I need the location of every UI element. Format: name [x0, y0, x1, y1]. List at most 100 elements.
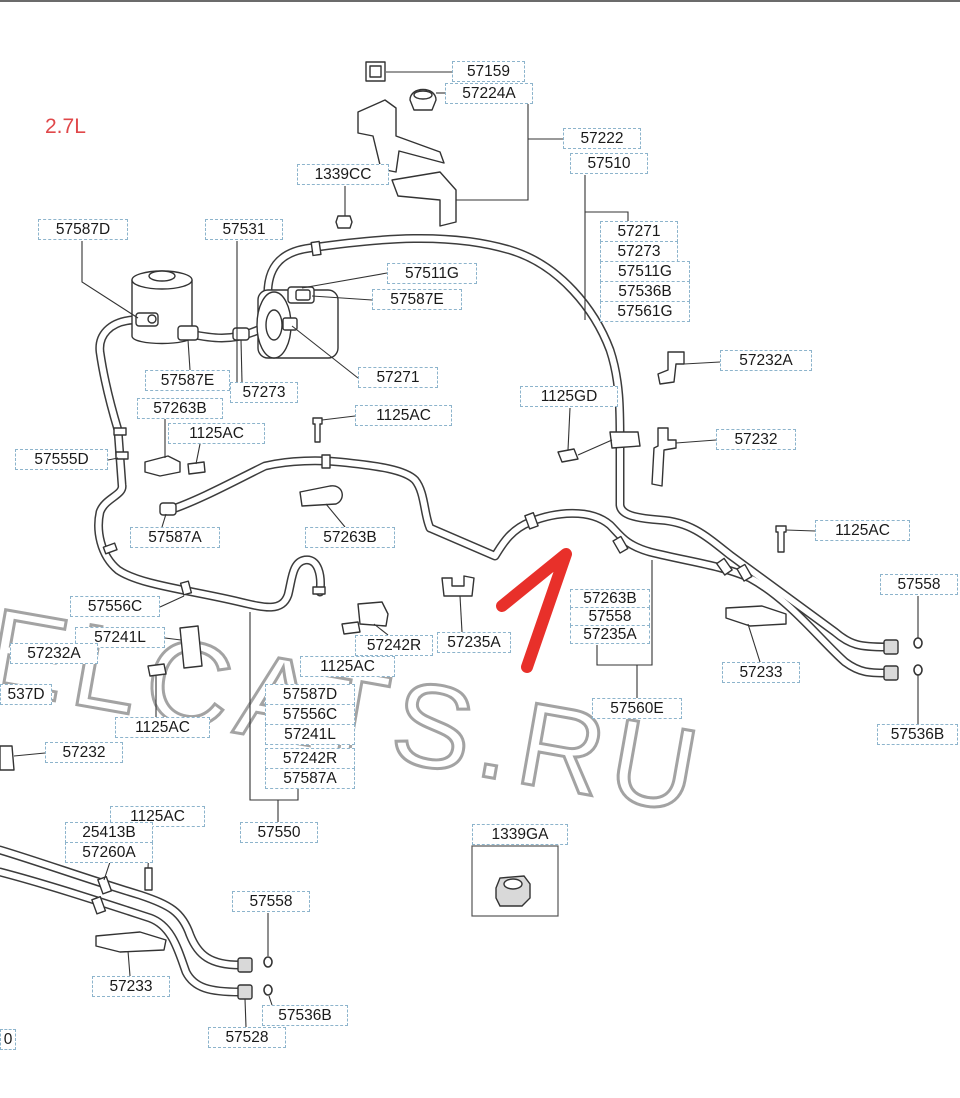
- bolt-icon: [147, 663, 167, 677]
- leader-line: [301, 272, 388, 289]
- part-number-callout: 57273: [600, 241, 678, 262]
- part-number-callout: 57550: [240, 822, 318, 843]
- leader-line: [325, 503, 346, 528]
- part-number-callout: 1125AC: [815, 520, 910, 541]
- part-number-callout: 57536B: [877, 724, 958, 745]
- end-fittings: [237, 637, 923, 1000]
- o-ring-icon: [913, 637, 923, 649]
- hose-clamp-icon: [159, 502, 177, 516]
- part-number-callout: 57263B: [305, 527, 395, 548]
- bolt-icon: [341, 621, 361, 635]
- bolt-icon: [335, 215, 353, 229]
- part-number-callout: 57159: [452, 61, 525, 82]
- part-number-callout: 57558: [570, 607, 650, 626]
- part-number-callout: 57528: [208, 1027, 286, 1048]
- flare-nut-icon: [883, 639, 899, 655]
- leader-line: [456, 104, 529, 201]
- hose-joint: [113, 427, 127, 436]
- hose-joints: [91, 240, 753, 915]
- leader-lines: [13, 71, 919, 1028]
- hose-joint: [91, 896, 107, 915]
- hose-joint: [716, 557, 733, 576]
- part-number-callout: 0: [0, 1029, 16, 1050]
- part-number-callout: 57536B: [600, 281, 690, 302]
- part-number-callout: 57560E: [592, 698, 682, 719]
- part-number-callout: 57558: [880, 574, 958, 595]
- part-number-callout: 57224A: [445, 83, 533, 104]
- part-number-callout: 57232: [45, 742, 123, 763]
- leader-line: [159, 595, 185, 608]
- leader-line: [596, 560, 653, 666]
- leader-line: [244, 998, 247, 1028]
- leader-line: [683, 361, 721, 365]
- part-number-callout: 57555D: [15, 449, 108, 470]
- leader-line: [291, 325, 359, 379]
- part-number-callout: 57271: [358, 367, 438, 388]
- clip-icon: [357, 601, 389, 627]
- part-number-callout: 57263B: [137, 398, 223, 419]
- engine-variant-label: 2.7L: [45, 115, 86, 138]
- leader-line: [81, 241, 139, 319]
- o-ring-icon: [913, 664, 923, 676]
- leader-line: [161, 513, 167, 528]
- leader-line: [249, 612, 299, 801]
- part-number-callout: 57242R: [355, 635, 433, 656]
- part-number-callout: 57232A: [10, 643, 98, 664]
- clamps-and-brackets: [0, 351, 787, 953]
- leader-line: [187, 339, 191, 371]
- part-number-callout: 1125AC: [110, 806, 205, 827]
- part-number-callout: 57232A: [720, 350, 812, 371]
- o-ring-icon: [263, 956, 273, 968]
- nut-detail-box: [471, 845, 559, 917]
- part-number-callout: 1125AC: [168, 423, 265, 444]
- leader-line: [577, 439, 613, 456]
- leader-line: [127, 950, 131, 977]
- bolt-icon: [557, 448, 579, 463]
- leader-line: [195, 443, 201, 465]
- clamp-icon: [609, 431, 641, 449]
- clip-inner: [369, 65, 382, 78]
- part-number-callout: 57235A: [437, 632, 511, 653]
- grommet-top: [413, 90, 433, 100]
- part-number-callout: 57241L: [75, 627, 165, 648]
- mounting-plate-icon: [725, 605, 787, 627]
- hose-clamp-icon: [232, 327, 250, 341]
- part-number-callout: 57556C: [265, 704, 355, 725]
- hose-joint: [102, 542, 118, 555]
- part-number-callout: 57241L: [265, 724, 355, 745]
- top-frame-line: [0, 0, 960, 2]
- bracket-icon: [651, 427, 677, 487]
- part-number-callout: 1125AC: [115, 717, 210, 738]
- part-number-callout: 57511G: [600, 261, 690, 282]
- part-number-callout: 57222: [563, 128, 641, 149]
- part-number-callout: 57587D: [265, 684, 355, 705]
- part-number-callout: 1125AC: [355, 405, 452, 426]
- leader-line: [373, 623, 389, 636]
- part-number-callout: 57531: [205, 219, 283, 240]
- leader-line: [107, 457, 119, 461]
- leader-line: [240, 339, 243, 383]
- leader-line: [567, 407, 571, 451]
- hose-joint: [321, 454, 331, 469]
- part-number-callout: 57561G: [600, 301, 690, 322]
- reservoir-tank-icon: [131, 270, 193, 345]
- part-number-callout: 57232: [716, 429, 796, 450]
- part-number-callout: 57587E: [145, 370, 230, 391]
- hose-joint: [736, 563, 753, 582]
- part-number-callout: 57587D: [38, 219, 128, 240]
- flare-nut-icon: [883, 665, 899, 681]
- bolt-icon: [312, 417, 323, 443]
- bracket-icon: [657, 351, 685, 385]
- part-number-callout: 57242R: [265, 748, 355, 769]
- hose-joint: [310, 240, 322, 257]
- leader-line: [311, 295, 373, 301]
- part-number-callout: 25413B: [65, 822, 153, 843]
- part-number-callout: 57556C: [70, 596, 160, 617]
- leader-line: [164, 637, 182, 641]
- bolt-icon: [144, 867, 153, 891]
- part-number-callout: 57260A: [65, 842, 153, 863]
- flare-nut-icon: [237, 984, 253, 1000]
- bracket-icon: [0, 745, 15, 771]
